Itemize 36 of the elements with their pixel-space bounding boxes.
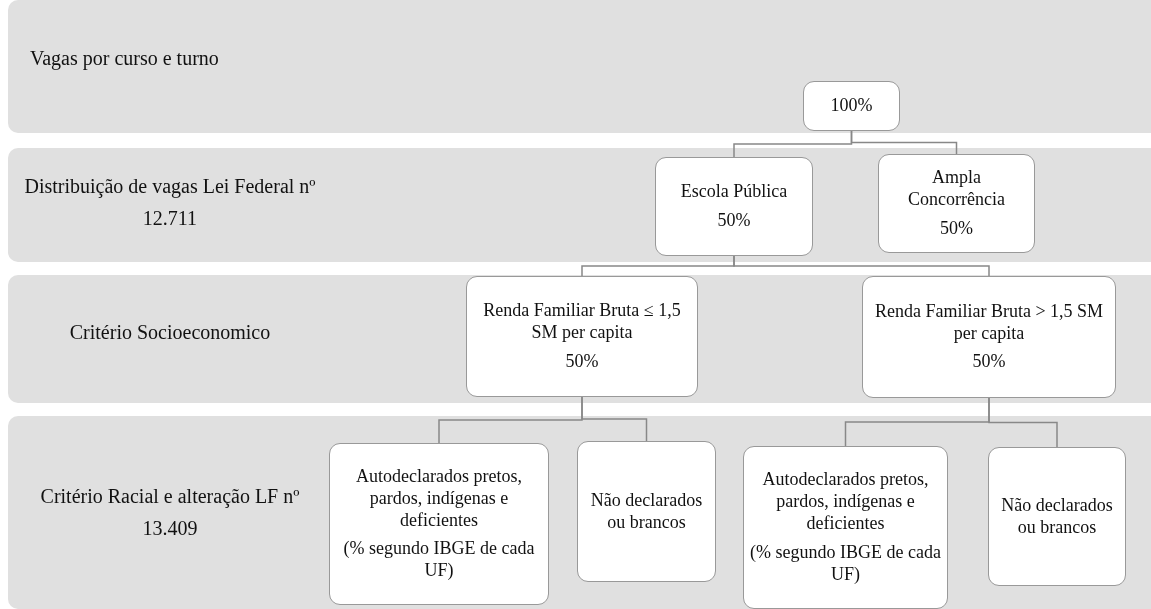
tree-box [655,157,813,256]
box-label: Não declarados ou brancos [1000,494,1114,539]
tree-box [878,154,1035,253]
box-label: Renda Familiar Bruta > 1,5 SM per capita [873,300,1105,345]
box-label: Autodeclarados pretos, pardos, indígenas e deficientes [355,465,523,532]
box-label: Escola Pública [680,181,788,203]
box-note: 50% [940,217,973,240]
connector-line [850,130,958,155]
connector-line [988,397,1058,448]
box-note: (% segundo IBGE de cada UF) [342,538,536,583]
tree-box [988,447,1126,586]
box-note: 50% [972,351,1006,374]
box-label: 100% [830,95,873,117]
tree-box [803,81,900,131]
box-label: Não declarados ou brancos [589,489,704,534]
row-band [8,148,1151,262]
box-label: Ampla Concorrência [907,167,1006,211]
row-band [8,275,1151,403]
tree-box [862,276,1116,398]
tree-box [329,443,549,605]
connector-line [733,255,990,277]
box-label: Renda Familiar Bruta ≤ 1,5 SM per capita [482,300,682,344]
connector-line [581,396,648,442]
tree-box [577,441,716,582]
row-label: Vagas por curso e turno [30,46,220,72]
box-label: Autodeclarados pretos, pardos, indígenas e deficientes [761,469,930,535]
tree-box [743,446,948,609]
tree-box [466,276,698,397]
box-note: (% segundo IBGE de cada UF) [749,541,942,586]
row-label: Distribuição de vagas Lei Federal nº 12.711 [23,174,317,231]
box-note: 50% [717,210,751,232]
row-label: Critério Socioeconomico [68,320,272,345]
row-band [8,0,1151,133]
box-note: 50% [565,350,599,373]
row-band [8,416,1151,609]
row-label: Critério Racial e alteração LF nº 13.409 [39,484,301,541]
